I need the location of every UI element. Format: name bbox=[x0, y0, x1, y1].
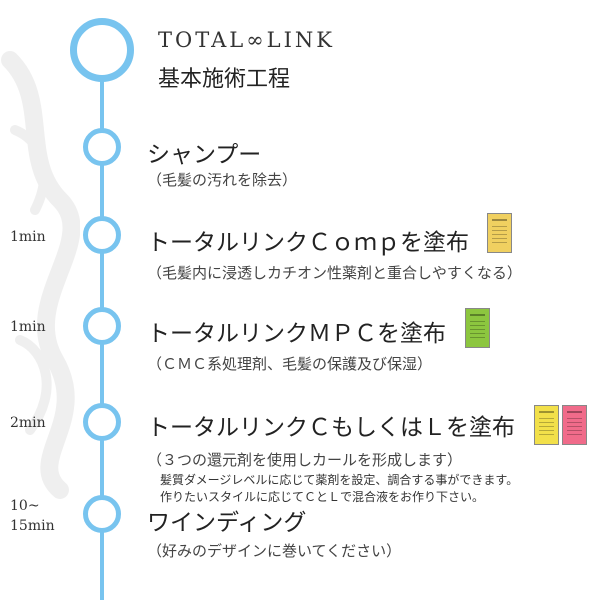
step-desc-mpc: （ＣＭＣ系処理剤、毛髪の保護及び保湿） bbox=[147, 355, 433, 373]
l-bottle-icon bbox=[562, 405, 587, 445]
mpc-bottle-icon bbox=[465, 308, 490, 348]
step-title-winding: ワインディング bbox=[147, 510, 307, 536]
step-desc-winding: （好みのデザインに巻いてください） bbox=[147, 542, 402, 560]
timeline-node-mpc bbox=[83, 307, 121, 345]
note-line-1: 髪質ダメージレベルに応じて薬剤を設定、調合する事ができます。 bbox=[160, 473, 519, 487]
step-time-comp: 1min bbox=[10, 229, 46, 245]
timeline-start-node bbox=[70, 18, 134, 82]
step-desc-comp: （毛髪内に浸透しカチオン性薬剤と重合しやすくなる） bbox=[147, 264, 522, 282]
step-time-winding-1: 10~ bbox=[10, 498, 40, 514]
note-line-2: 作りたいスタイルに応じてＣとＬで混合液をお作り下さい。 bbox=[160, 490, 485, 504]
step-title-mpc: トータルリンクＭＰＣを塗布 bbox=[147, 321, 446, 347]
brand-logo: TOTAL∞LINK bbox=[158, 28, 335, 52]
page-title: 基本施術工程 bbox=[158, 67, 291, 92]
watermark-calligraphy bbox=[1, 51, 80, 499]
step-time-c-or-l: 2min bbox=[10, 415, 46, 431]
step-title-comp: トータルリンクＣｏｍｐを塗布 bbox=[147, 230, 469, 256]
step-time-mpc: 1min bbox=[10, 319, 46, 335]
timeline-node-winding bbox=[83, 495, 121, 533]
timeline-node-comp bbox=[83, 216, 121, 254]
step-desc-c-or-l: （３つの還元剤を使用しカールを形成します） bbox=[147, 451, 463, 469]
step-title-c-or-l: トータルリンクＣもしくはＬを塗布 bbox=[147, 415, 515, 441]
step-title-shampoo: シャンプー bbox=[147, 142, 262, 168]
timeline-node-shampoo bbox=[83, 128, 121, 166]
comp-bottle-icon bbox=[487, 213, 512, 253]
c-bottle-icon bbox=[534, 405, 559, 445]
timeline-node-c-or-l bbox=[83, 403, 121, 441]
step-time-winding-2: 15min bbox=[10, 518, 55, 534]
step-desc-shampoo: （毛髪の汚れを除去） bbox=[147, 171, 298, 189]
